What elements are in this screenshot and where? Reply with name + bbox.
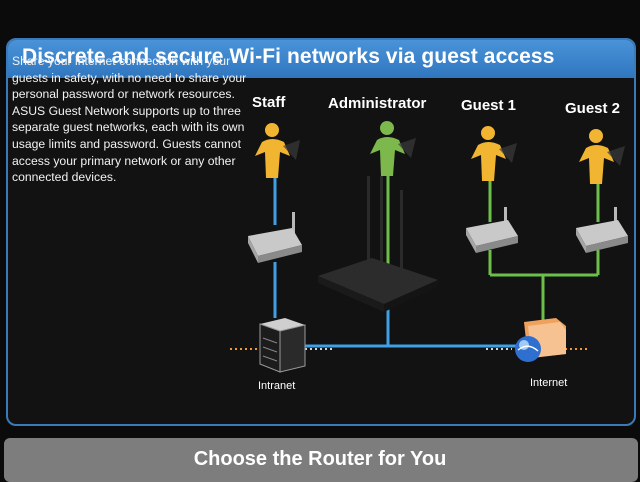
- internet-label: Internet: [530, 377, 567, 389]
- connection-lines: [230, 170, 600, 350]
- guest1-user-icon: [471, 126, 517, 181]
- intranet-server-icon: [259, 318, 306, 373]
- guest2-access-point-icon: [576, 207, 628, 253]
- guest-network-panel: Discrete and secure Wi-Fi networks via g…: [6, 38, 636, 426]
- footer-title: Choose the Router for You: [193, 448, 447, 470]
- feature-description: Share your internet connection with your…: [12, 54, 247, 185]
- footer-bar: [4, 438, 638, 482]
- staff-user-icon: [255, 123, 300, 178]
- guest1-access-point-icon: [466, 207, 518, 253]
- guest2-user-icon: [579, 129, 625, 184]
- banner-title: Discrete and secure Wi-Fi networks via g…: [22, 45, 555, 68]
- user-label-guest2: Guest 2: [565, 100, 620, 117]
- user-label-guest1: Guest 1: [461, 97, 516, 114]
- user-label-administrator: Administrator: [328, 95, 427, 112]
- banner: Discrete and secure Wi-Fi networks via g…: [8, 40, 634, 78]
- user-label-staff: Staff: [252, 94, 286, 111]
- main-router-icon: [318, 176, 438, 312]
- internet-globe-icon: [515, 318, 566, 362]
- staff-access-point-icon: [248, 212, 302, 263]
- intranet-label: Intranet: [258, 380, 295, 392]
- network-diagram: Staff Administrator Guest 1 Guest 2: [230, 94, 628, 392]
- administrator-user-icon: [370, 121, 416, 176]
